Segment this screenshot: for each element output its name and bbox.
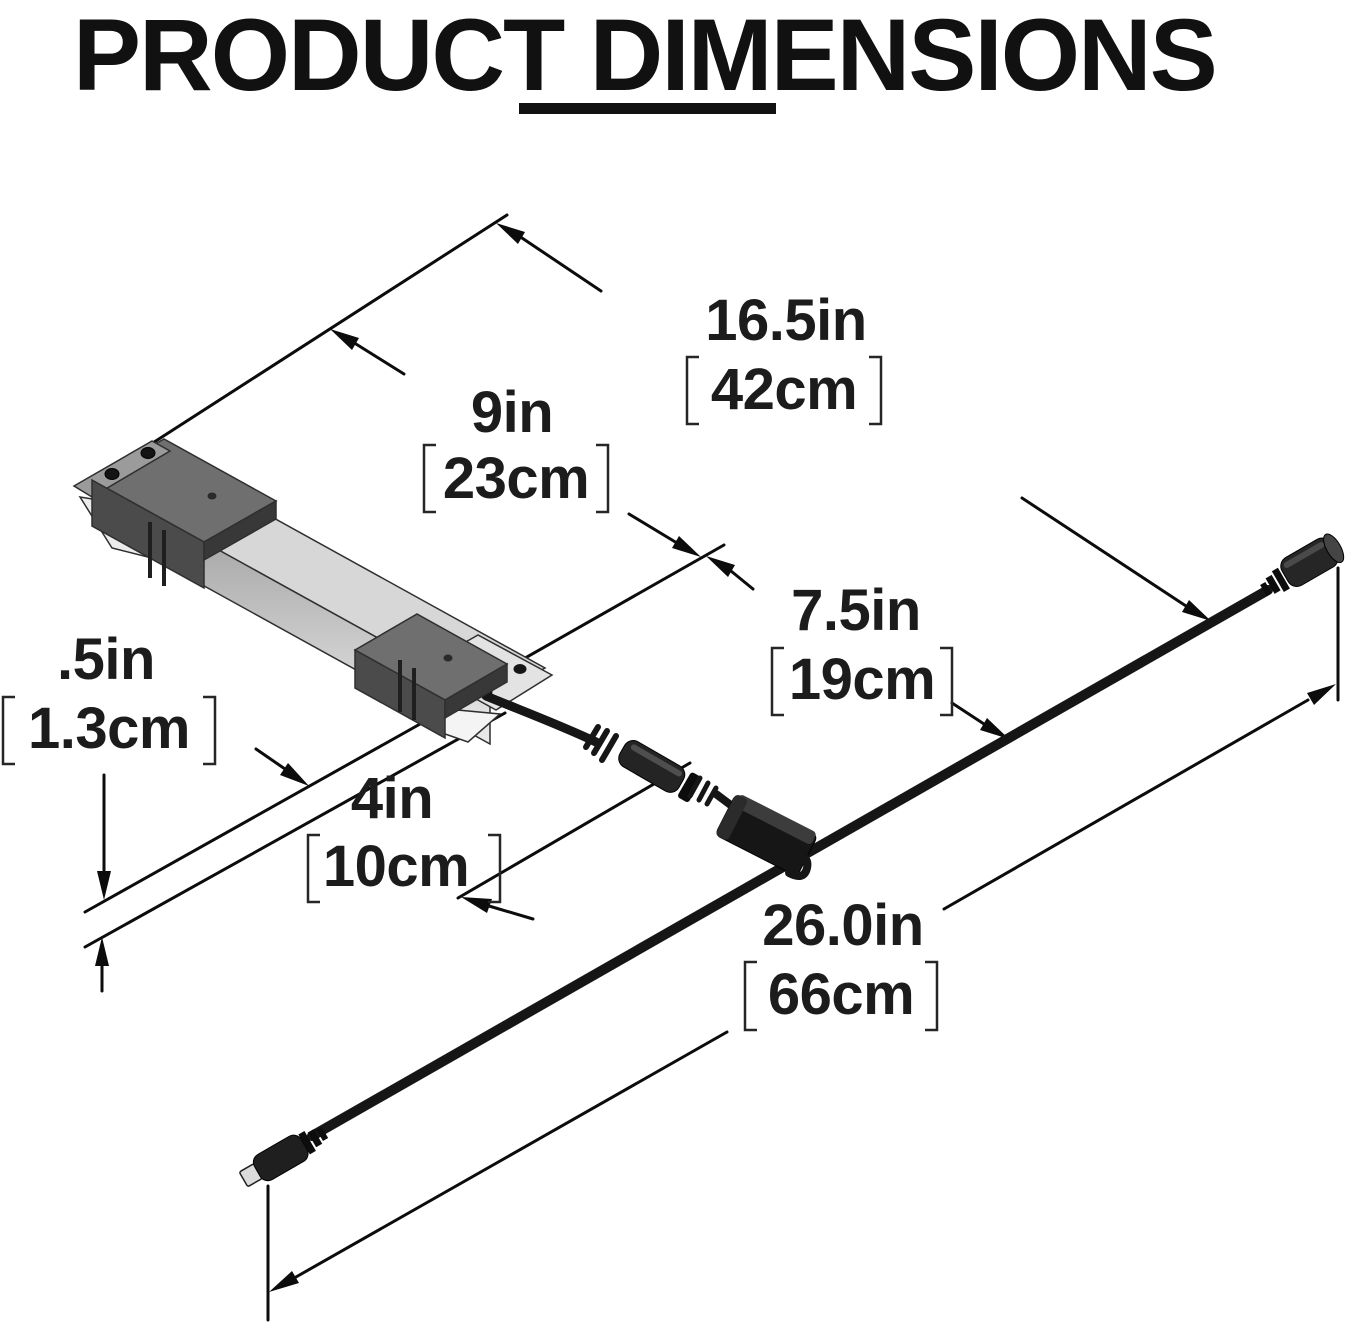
dim-main-inches: 26.0in: [762, 893, 923, 958]
dc-barrel-connector: [583, 724, 744, 816]
dim-tail-inches: 4in: [351, 766, 433, 831]
bracket-glyphs: [306, 833, 502, 904]
dim-thickness-label: .5in 1.3cm: [1, 627, 217, 766]
dim-overall-cm: 42cm: [711, 357, 857, 422]
bracket-glyphs: [685, 355, 883, 426]
bracket-hole: [443, 654, 453, 662]
dim-bar-label: 9in 23cm: [422, 380, 610, 514]
dim-thickness-cm: 1.3cm: [28, 696, 190, 761]
plate-screw: [513, 664, 527, 674]
dimension-lines: [83, 213, 1340, 1322]
bracket-glyphs: [422, 443, 610, 514]
dim-bar-cm: 23cm: [443, 446, 589, 511]
page-title: PRODUCT DIMENSIONS: [73, 0, 1218, 112]
title-underline: [519, 103, 776, 114]
bracket-glyphs: [1, 695, 217, 766]
dim-bar-inches: 9in: [471, 380, 553, 445]
dimension-arrowheads: [95, 223, 1336, 1292]
mounting-bracket-left: [72, 438, 278, 590]
dim-overall-inches: 16.5in: [705, 288, 866, 353]
dc-plug-top: [1260, 533, 1345, 597]
dim-lead-inches: 7.5in: [791, 578, 921, 643]
lead-cord: [481, 691, 601, 747]
bracket-screw: [140, 447, 156, 459]
bracket-hole: [207, 492, 217, 500]
dim-thickness-inches: .5in: [57, 627, 155, 692]
mounting-bracket-right: [353, 613, 509, 740]
bracket-glyphs: [770, 646, 954, 717]
dim-main-cord-label: 26.0in 66cm: [743, 893, 939, 1032]
dim-main-cm: 66cm: [768, 962, 914, 1027]
dim-tail-cord-label: 4in 10cm: [306, 766, 502, 904]
junction-box: [716, 795, 817, 881]
dim-tail-cm: 10cm: [323, 834, 469, 899]
dimension-labels: 16.5in 42cm 9in 23cm 7.5in 19cm .5in 1.3…: [1, 288, 954, 1032]
dc-plug-bottom: [239, 1126, 329, 1187]
dim-overall-label: 16.5in 42cm: [685, 288, 883, 426]
dim-lead-cord-label: 7.5in 19cm: [770, 578, 954, 717]
product-illustration: [72, 438, 1345, 1187]
bracket-glyphs: [743, 960, 939, 1032]
dim-lead-cm: 19cm: [789, 647, 935, 712]
bracket-screw: [104, 468, 120, 480]
cord-loop: [785, 850, 812, 881]
